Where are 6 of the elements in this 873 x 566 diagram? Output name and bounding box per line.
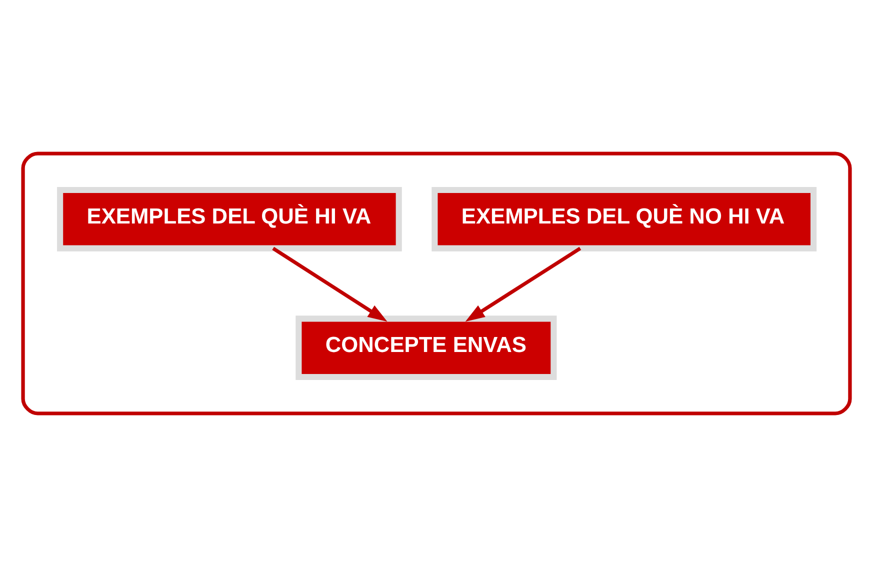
arrow [272, 246, 388, 322]
node-box: EXEMPLES DEL QUÈ HI VA [57, 186, 402, 251]
node-box: CONCEPTE ENVAS [296, 315, 557, 380]
arrow [465, 246, 582, 322]
cluster [21, 151, 852, 415]
node-box: EXEMPLES DEL QUÈ NO HI VA [432, 186, 817, 251]
